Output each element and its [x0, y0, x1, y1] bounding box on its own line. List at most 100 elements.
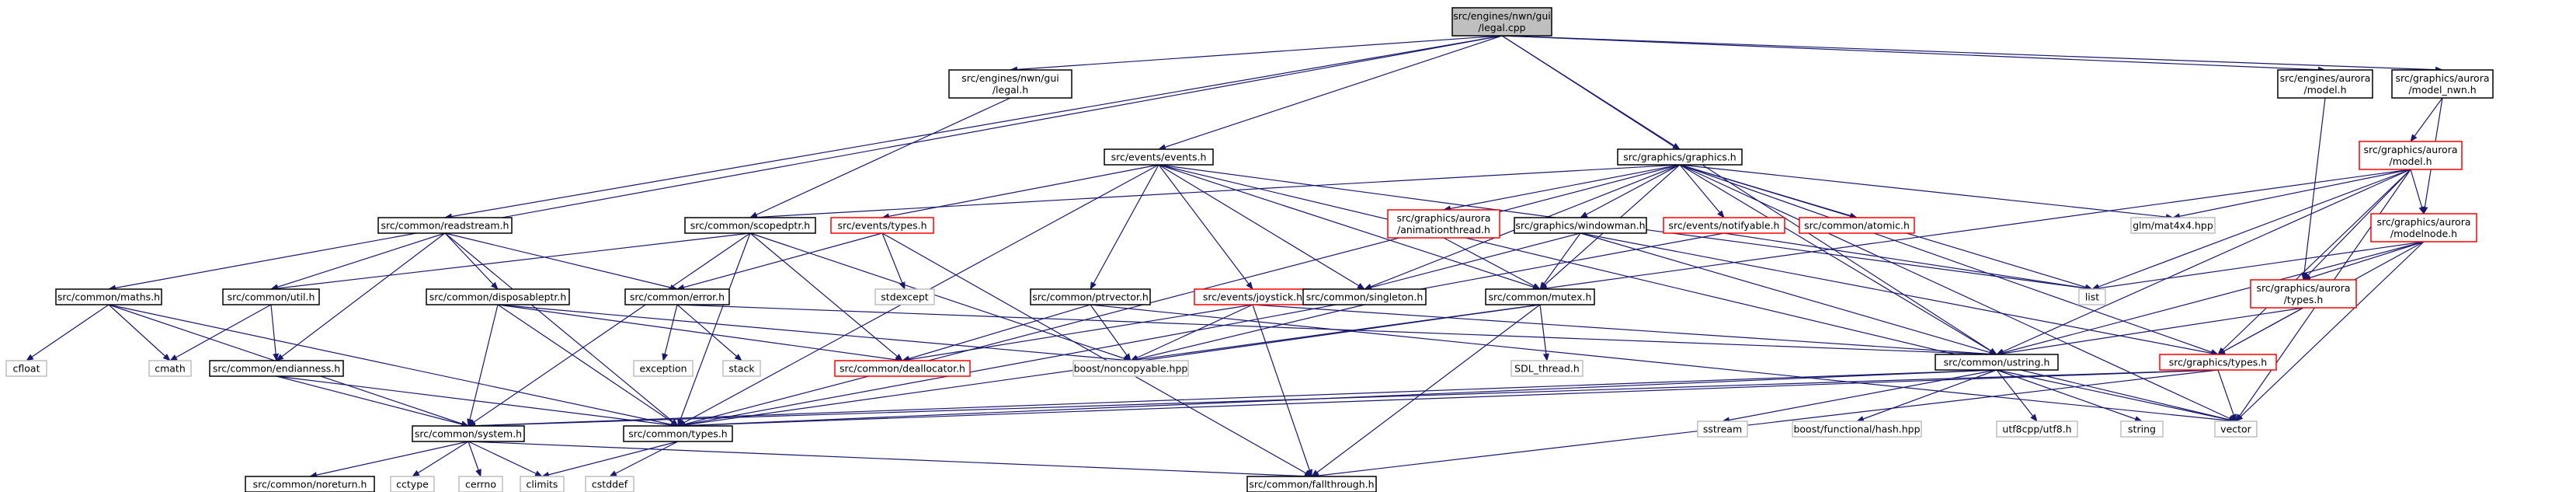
node-label: /model.h: [2389, 155, 2432, 167]
node-singleton_h[interactable]: src/common/singleton.h: [1302, 288, 1427, 305]
edge-joystick_h-to-noncopyable: [1130, 304, 1253, 361]
node-climits[interactable]: climits: [520, 476, 565, 492]
node-label: src/common/system.h: [415, 428, 522, 440]
node-cmath[interactable]: cmath: [148, 360, 192, 377]
edge-notifyable_h-to-list: [1723, 232, 2093, 291]
node-gfx_types_h[interactable]: src/graphics/types.h: [2159, 354, 2277, 371]
node-vector[interactable]: vector: [2214, 420, 2258, 438]
node-noreturn_h[interactable]: src/common/noreturn.h: [245, 476, 375, 492]
edge-maths_h-to-cfloat: [26, 304, 110, 361]
node-box: [2391, 69, 2494, 99]
edge-ustring_h-to-system_h: [468, 369, 1997, 429]
node-box: [1246, 476, 1377, 492]
node-noncopyable[interactable]: boost/noncopyable.hpp: [1072, 360, 1189, 377]
node-box: [426, 288, 570, 305]
node-box: [2159, 354, 2277, 371]
node-label: src/events/types.h: [837, 220, 926, 232]
node-joystick_h[interactable]: src/events/joystick.h: [1194, 288, 1312, 305]
edge-aurora_types_h-to-ustring_h: [1996, 307, 2304, 357]
edge-graphics_h-to-windowman_h: [1580, 164, 1681, 218]
node-scopedptr_h[interactable]: src/common/scopedptr.h: [684, 217, 816, 234]
edge-error_h-to-stack: [676, 304, 742, 361]
node-cfloat[interactable]: cfloat: [5, 360, 47, 377]
node-label: /legal.cpp: [1478, 22, 1525, 33]
edge-graphics_h-to-vector: [1679, 164, 2237, 422]
node-box: [2277, 69, 2373, 99]
node-cerrno[interactable]: cerrno: [458, 476, 503, 492]
node-util_h[interactable]: src/common/util.h: [222, 288, 320, 305]
edge-events_types_h-to-fallthrough_h: [881, 232, 1312, 477]
node-box: [1617, 148, 1743, 166]
node-common_types_h[interactable]: src/common/types.h: [623, 425, 733, 442]
node-mutex_h[interactable]: src/common/mutex.h: [1485, 288, 1595, 305]
node-string[interactable]: string: [2120, 420, 2164, 438]
node-hash_hpp[interactable]: boost/functional/hash.hpp: [1792, 420, 1922, 438]
node-error_h[interactable]: src/common/error.h: [624, 288, 730, 305]
node-label: exception: [639, 363, 687, 375]
node-label: src/common/maths.h: [57, 291, 160, 303]
node-box: [2130, 217, 2216, 234]
edge-singleton_h-to-noncopyable: [1130, 304, 1365, 362]
node-label: SDL_thread.h: [1514, 363, 1580, 375]
node-stdexcept[interactable]: stdexcept: [874, 288, 935, 305]
node-label: src/common/deallocator.h: [840, 363, 965, 375]
node-label: src/common/atomic.h: [1804, 220, 1910, 232]
node-stack[interactable]: stack: [722, 360, 761, 377]
edge-gfx_model_h-to-ustring_h: [1996, 169, 2411, 355]
node-glm_h[interactable]: glm/mat4x4.hpp: [2130, 217, 2216, 234]
node-label: /model_nwn.h: [2408, 84, 2476, 96]
node-cctype[interactable]: cctype: [390, 476, 435, 492]
node-animationthread_h[interactable]: src/graphics/aurora/animationthread.h: [1387, 209, 1500, 239]
node-aurora_types_h[interactable]: src/graphics/aurora/types.h: [2250, 279, 2357, 309]
node-box: [1104, 148, 1214, 166]
node-legal_h[interactable]: src/engines/nwn/gui/legal.h: [948, 69, 1072, 99]
node-box: [1030, 288, 1151, 305]
node-utf8_h[interactable]: utf8cpp/utf8.h: [1996, 420, 2078, 438]
node-atomic_h[interactable]: src/common/atomic.h: [1799, 217, 1915, 234]
node-box: [148, 360, 192, 377]
node-disposableptr_h[interactable]: src/common/disposableptr.h: [426, 288, 570, 305]
node-graphics_h[interactable]: src/graphics/graphics.h: [1617, 148, 1743, 166]
edge-animationthread_h-to-mutex_h: [1443, 237, 1541, 290]
edge-disposableptr_h-to-common_types_h: [497, 304, 679, 427]
edge-events_h-to-events_types_h: [881, 164, 1159, 220]
edge-root-to-aurora_model_h: [1501, 35, 2326, 73]
node-label: src/events/joystick.h: [1203, 291, 1302, 303]
node-notifyable_h[interactable]: src/events/notifyable.h: [1663, 217, 1785, 234]
node-ptrvector_h[interactable]: src/common/ptrvector.h: [1030, 288, 1151, 305]
node-events_h[interactable]: src/events/events.h: [1104, 148, 1214, 166]
node-ustring_h[interactable]: src/common/ustring.h: [1935, 354, 2059, 371]
node-box: [1996, 420, 2078, 438]
edge-windowman_h-to-mutex_h: [1539, 232, 1581, 290]
node-cstddef[interactable]: cstddef: [585, 476, 634, 492]
node-windowman_h[interactable]: src/graphics/windowman.h: [1514, 217, 1647, 234]
node-deallocator_h[interactable]: src/common/deallocator.h: [834, 360, 971, 377]
node-label: sstream: [1703, 424, 1742, 435]
edge-events_types_h-to-error_h: [676, 232, 883, 291]
edge-disposableptr_h-to-noncopyable: [497, 304, 1132, 364]
edge-common_types_h-to-cstddef: [609, 441, 679, 477]
node-fallthrough_h[interactable]: src/common/fallthrough.h: [1246, 476, 1377, 492]
node-sstream[interactable]: sstream: [1697, 420, 1748, 438]
node-exception[interactable]: exception: [633, 360, 694, 377]
node-system_h[interactable]: src/common/system.h: [412, 425, 525, 442]
node-readstream_h[interactable]: src/common/readstream.h: [377, 217, 513, 234]
node-label: boost/noncopyable.hpp: [1074, 363, 1188, 375]
node-model_nwn_h[interactable]: src/graphics/aurora/model_nwn.h: [2391, 69, 2494, 99]
node-gfx_model_h[interactable]: src/graphics/aurora/model.h: [2359, 141, 2463, 170]
node-label: list: [2085, 291, 2099, 303]
node-endianness_h[interactable]: src/common/endianness.h: [209, 360, 344, 377]
node-aurora_model_h[interactable]: src/engines/aurora/model.h: [2277, 69, 2373, 99]
node-root[interactable]: src/engines/nwn/gui/legal.cpp: [1451, 7, 1552, 37]
node-list[interactable]: list: [2078, 288, 2106, 305]
edge-gfx_types_h-to-fallthrough_h: [1311, 369, 2219, 479]
node-label: src/graphics/graphics.h: [1623, 152, 1736, 163]
node-events_types_h[interactable]: src/events/types.h: [830, 217, 934, 234]
node-label: cerrno: [465, 479, 496, 490]
node-sdl_thread[interactable]: SDL_thread.h: [1510, 360, 1583, 377]
node-modelnode_h[interactable]: src/graphics/aurora/modelnode.h: [2370, 213, 2477, 243]
node-box: [948, 69, 1072, 99]
node-maths_h[interactable]: src/common/maths.h: [55, 288, 162, 305]
edge-joystick_h-to-ustring_h: [1252, 304, 1997, 358]
